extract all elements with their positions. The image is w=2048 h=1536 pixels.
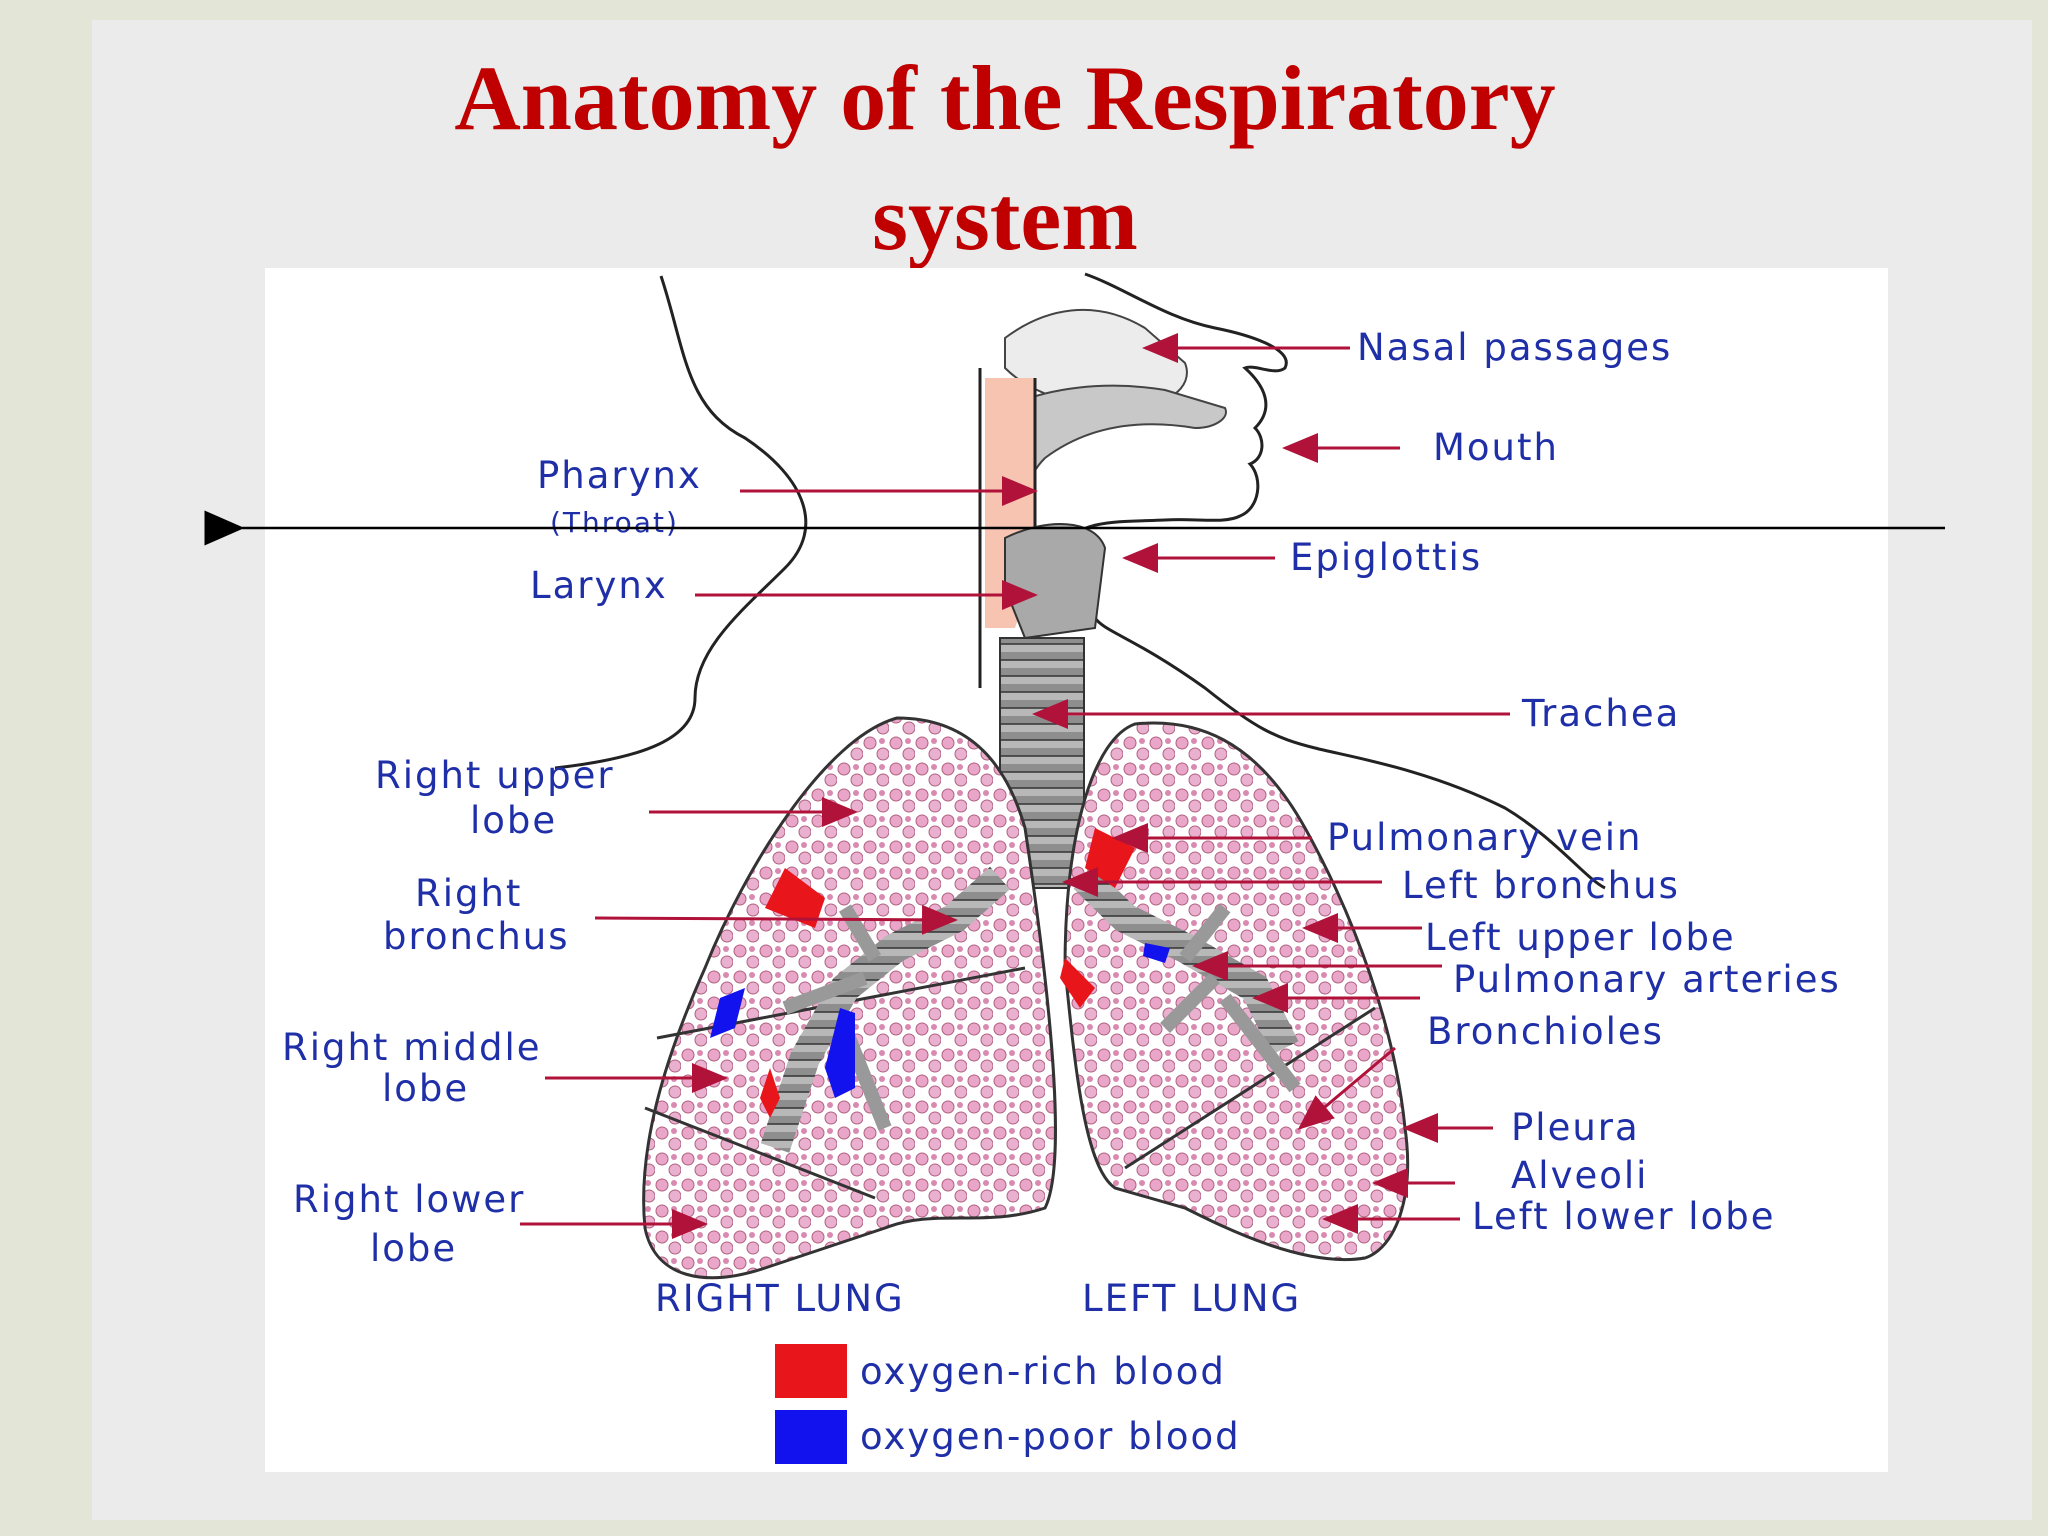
label-mouth: Mouth — [1433, 426, 1559, 469]
label-right-middle-lobe-2: lobe — [382, 1067, 469, 1110]
anatomy-labels: Nasal passages Mouth Pharynx (Throat) Ep… — [282, 326, 1841, 1320]
legend-swatch-oxygen-poor — [775, 1410, 847, 1464]
label-left-lower-lobe: Left lower lobe — [1472, 1195, 1775, 1238]
legend: oxygen-rich blood oxygen-poor blood — [775, 1344, 1241, 1464]
label-right-lower-lobe-1: Right lower — [293, 1178, 525, 1221]
label-right-middle-lobe-1: Right middle — [282, 1026, 542, 1069]
label-pulmonary-arteries: Pulmonary arteries — [1453, 958, 1841, 1001]
label-left-lung: LEFT LUNG — [1082, 1277, 1301, 1320]
label-right-upper-lobe-2: lobe — [470, 799, 557, 842]
label-left-bronchus: Left bronchus — [1402, 864, 1680, 907]
label-pulmonary-vein: Pulmonary vein — [1327, 816, 1642, 859]
diagram-panel: Nasal passages Mouth Pharynx (Throat) Ep… — [265, 268, 1888, 1472]
title-line-1: Anatomy of the Respiratory — [454, 47, 1556, 149]
label-alveoli: Alveoli — [1511, 1154, 1648, 1197]
blood-vessels — [710, 828, 1170, 1118]
legend-label-oxygen-rich: oxygen-rich blood — [860, 1350, 1226, 1393]
label-pleura: Pleura — [1511, 1106, 1640, 1149]
label-right-bronchus-1: Right — [415, 872, 522, 915]
respiratory-diagram: Nasal passages Mouth Pharynx (Throat) Ep… — [282, 272, 1841, 1464]
label-bronchioles: Bronchioles — [1427, 1010, 1664, 1053]
leader-lines — [520, 333, 1510, 1239]
head-neck-outline — [554, 272, 1606, 890]
title-line-2: system — [872, 167, 1138, 269]
label-right-upper-lobe-1: Right upper — [375, 754, 615, 797]
label-trachea: Trachea — [1521, 692, 1680, 735]
label-epiglottis: Epiglottis — [1290, 536, 1482, 579]
label-larynx: Larynx — [530, 564, 668, 607]
label-nasal-passages: Nasal passages — [1357, 326, 1672, 369]
legend-swatch-oxygen-rich — [775, 1344, 847, 1398]
legend-label-oxygen-poor: oxygen-poor blood — [860, 1415, 1241, 1458]
label-right-lung: RIGHT LUNG — [655, 1277, 905, 1320]
label-left-upper-lobe: Left upper lobe — [1425, 916, 1736, 959]
label-pharynx: Pharynx — [537, 454, 702, 497]
label-right-lower-lobe-2: lobe — [370, 1227, 457, 1270]
label-throat: (Throat) — [550, 506, 679, 539]
label-right-bronchus-2: bronchus — [383, 915, 570, 958]
slide-title: Anatomy of the Respiratory system — [0, 38, 2010, 278]
